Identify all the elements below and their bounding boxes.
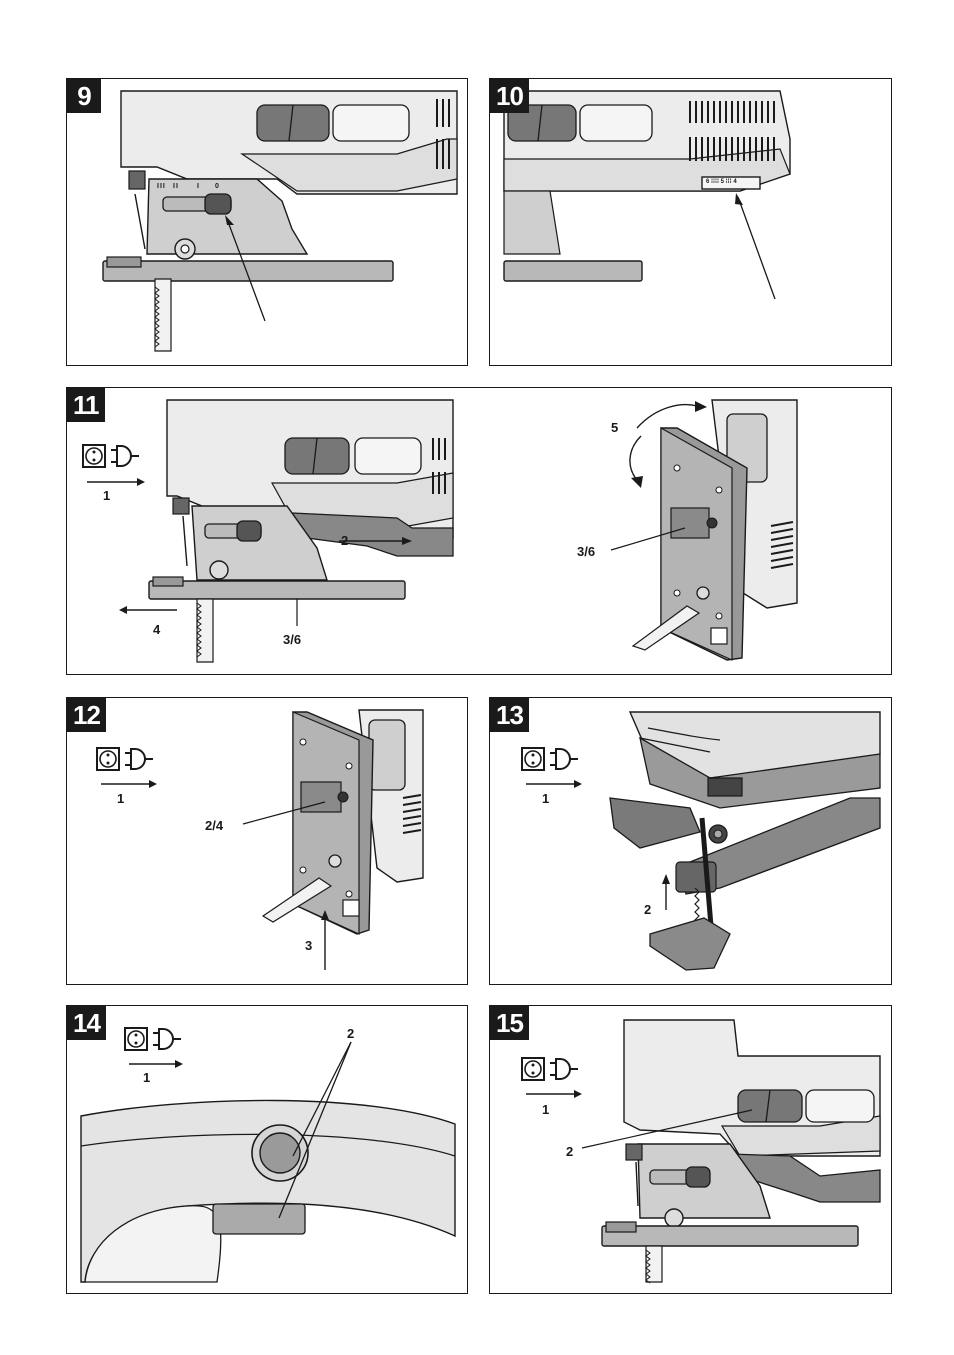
part-3-6-label: 3/6 (283, 632, 302, 647)
plug-socket-icon (82, 444, 139, 468)
step-3-label: 3 (305, 938, 313, 953)
plug-socket-icon (96, 747, 153, 771)
jigsaw-side-illustration (102, 90, 458, 352)
part-2-4-label: 2/4 (205, 818, 224, 833)
plug-socket-icon (521, 747, 578, 771)
pendulum-scale-III: III (157, 183, 166, 190)
figure-number: 9 (67, 79, 101, 113)
step-5-label: 5 (611, 420, 619, 435)
step-1-label: 1 (103, 488, 111, 503)
figure-number: 14 (67, 1006, 106, 1040)
figure-12: 12 1 2/4 3 (66, 697, 468, 985)
part-2-label: 2 (347, 1026, 355, 1041)
blade-insert-illustration (96, 709, 424, 970)
step-1-label: 1 (143, 1070, 151, 1085)
figure-15: 15 1 2 (489, 1005, 892, 1294)
step-1-label: 1 (542, 791, 550, 806)
vent-slots (436, 99, 450, 169)
step-1-label: 1 (117, 791, 125, 806)
part-2-label: 2 (566, 1144, 574, 1159)
vent-slots (689, 101, 775, 161)
blade-change-illustration (82, 399, 798, 663)
handle-detail-illustration (80, 1027, 456, 1283)
figure-11: 11 (66, 387, 892, 675)
pendulum-scale-II: II (173, 183, 179, 190)
jigsaw-rear-illustration (503, 90, 791, 300)
figure-number: 11 (67, 388, 105, 422)
plug-socket-icon (521, 1057, 578, 1081)
figure-number: 13 (490, 698, 529, 732)
step-2-label: 2 (341, 533, 349, 548)
figure-number: 15 (490, 1006, 529, 1040)
figure-number: 10 (490, 79, 529, 113)
plug-socket-icon (124, 1027, 181, 1051)
pendulum-scale-0: 0 (215, 183, 220, 190)
figure-10: 10 6 ⁞⁞⁞⁞ 5 ⁞⁞⁞ 4 (489, 78, 892, 366)
step-2-label: 2 (644, 902, 652, 917)
figure-number: 12 (67, 698, 106, 732)
step-1-label: 1 (542, 1102, 550, 1117)
chip-guard-illustration (521, 711, 881, 971)
step-4-label: 4 (153, 622, 161, 637)
switch-illustration (521, 1019, 881, 1284)
part-3-6-label-detail: 3/6 (577, 544, 596, 559)
pendulum-scale-I: I (197, 183, 200, 190)
figure-9: 9 III II I 0 (66, 78, 468, 366)
speed-scale: 6 ⁞⁞⁞⁞ 5 ⁞⁞⁞ 4 (706, 179, 737, 185)
figure-14: 14 1 2 (66, 1005, 468, 1294)
figure-13: 13 1 2 (489, 697, 892, 985)
